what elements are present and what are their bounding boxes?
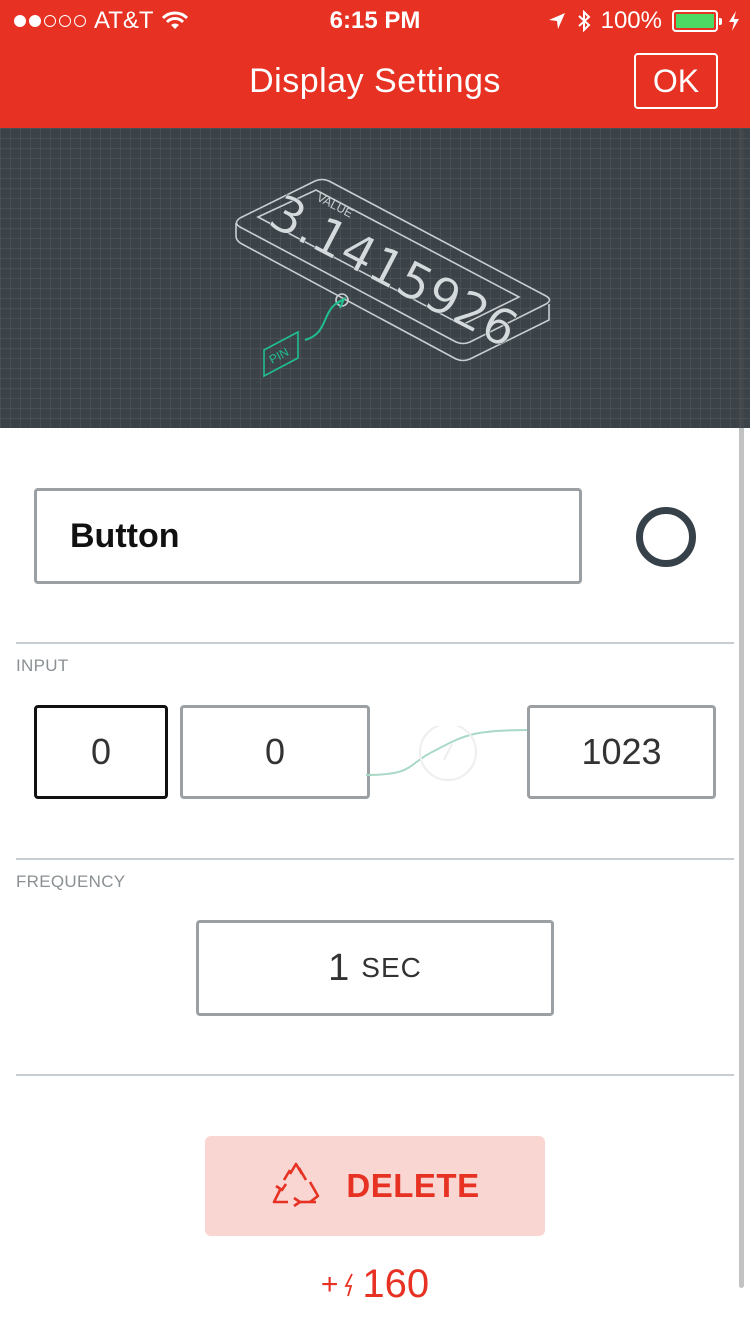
recycle-icon [273, 1162, 320, 1208]
color-picker-button[interactable] [636, 507, 696, 567]
frequency-select[interactable]: 1 SEC [196, 920, 554, 1016]
ok-button[interactable]: OK [634, 53, 718, 109]
widget-preview: VALUE 3.1415926 PIN [0, 128, 750, 428]
input-section-label: INPUT [16, 656, 69, 675]
battery-icon [672, 10, 722, 32]
pin-tag: PIN [263, 330, 299, 378]
swap-icon [419, 726, 477, 781]
energy-bolt-icon [344, 1273, 354, 1296]
value-display-illustration: VALUE 3.1415926 PIN [235, 178, 551, 378]
wifi-icon [161, 11, 188, 29]
status-time: 6:15 PM [329, 7, 421, 34]
page-title: Display Settings [249, 62, 501, 100]
frequency-unit: SEC [361, 952, 422, 983]
signal-dots-icon [14, 15, 86, 27]
carrier-label: AT&T [94, 7, 154, 34]
divider [16, 858, 734, 860]
delete-label: DELETE [346, 1167, 480, 1204]
battery-percent: 100% [600, 7, 662, 34]
connector-icon [335, 293, 349, 307]
widget-value: 3.1415926 [260, 183, 527, 359]
charging-bolt-icon [729, 11, 739, 31]
app-header: AT&T 6:15 PM 100% Display Settings OK [0, 0, 750, 128]
frequency-value: 1 [328, 946, 350, 989]
pin-select-field[interactable]: 0 [34, 705, 168, 799]
divider [16, 1074, 734, 1076]
delete-button[interactable]: DELETE [205, 1136, 545, 1236]
widget-name-field[interactable]: Button [34, 488, 582, 584]
bluetooth-icon [577, 10, 591, 32]
range-mapping-wire [366, 726, 530, 781]
status-bar: AT&T 6:15 PM 100% [0, 0, 750, 40]
location-arrow-icon [548, 13, 565, 29]
cost-prefix: + [320, 1267, 339, 1301]
cost-value: 160 [362, 1262, 430, 1306]
min-value-field[interactable]: 0 [180, 705, 370, 799]
energy-refund: + 160 [0, 1262, 750, 1307]
frequency-section-label: FREQUENCY [16, 872, 126, 891]
scrollbar[interactable] [739, 128, 744, 1288]
divider [16, 642, 734, 644]
max-value-field[interactable]: 1023 [527, 705, 716, 799]
